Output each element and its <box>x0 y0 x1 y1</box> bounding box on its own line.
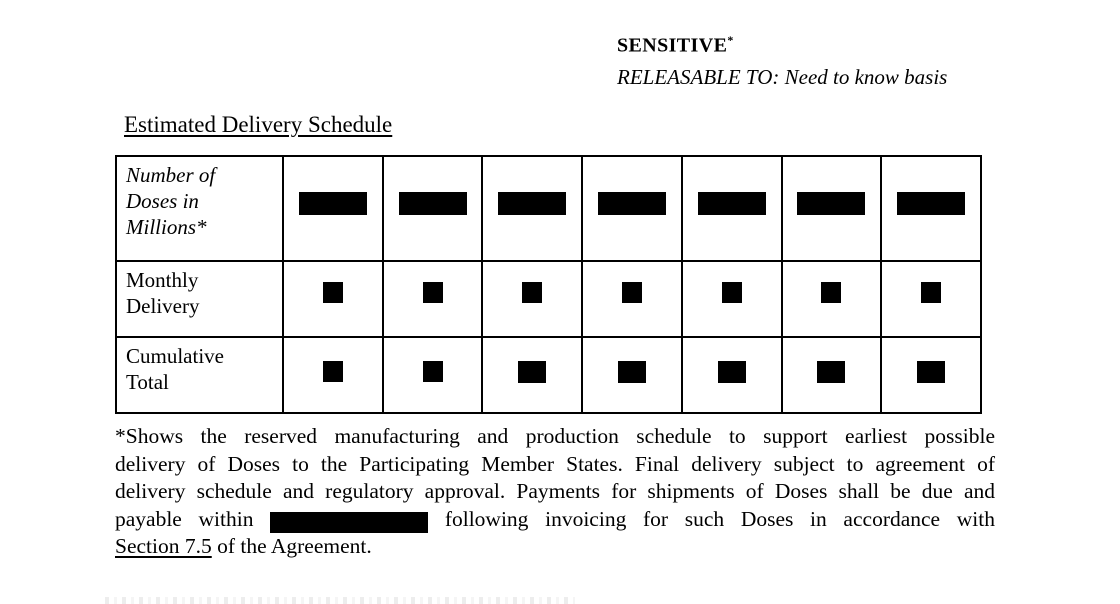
redaction-box <box>917 361 946 383</box>
releasable-line: RELEASABLE TO: Need to know basis <box>617 64 948 89</box>
footnote-line: delivery of Doses to the Participating M… <box>115 451 995 476</box>
table-row-monthly: Monthly Delivery <box>115 260 982 338</box>
redacted-cell <box>880 155 982 262</box>
row-header-cell: Monthly Delivery <box>115 260 284 338</box>
redaction-box <box>322 282 343 303</box>
classification-label: SENSITIVE* <box>617 33 947 58</box>
classification-text: SENSITIVE <box>617 34 728 57</box>
footnote-line: delivery schedule and regulatory approva… <box>115 479 995 503</box>
footnote-line-redacted: payable within following invoicing for s… <box>115 506 995 534</box>
redaction-box <box>322 361 343 382</box>
redacted-cell <box>282 155 384 262</box>
redacted-cell <box>282 336 384 414</box>
redaction-box <box>422 282 443 303</box>
footnote-line-last: Section 7.5 of the Agreement. <box>115 533 995 561</box>
redacted-cell <box>381 260 484 338</box>
scan-artifact <box>105 597 575 604</box>
redaction-box <box>422 361 443 382</box>
redaction-box <box>717 361 746 383</box>
redaction-box <box>617 361 646 383</box>
delivery-schedule-table: Number of Doses in Millions* Monthly Del… <box>115 155 982 414</box>
table-row-doses: Number of Doses in Millions* <box>115 155 982 262</box>
redacted-cell <box>581 336 683 414</box>
redacted-cell <box>282 260 384 338</box>
row-header-cell: Number of Doses in Millions* <box>115 155 284 262</box>
footnote-text: following invoicing for such Doses in ac… <box>444 506 995 531</box>
redacted-cell <box>780 260 883 338</box>
row-label-cumulative: Cumulative Total <box>126 344 224 394</box>
redacted-cell <box>381 336 484 414</box>
redaction-box <box>398 192 467 215</box>
page-title: Estimated Delivery Schedule <box>124 112 393 137</box>
redaction-box <box>897 192 966 215</box>
footnote-text: of the Agreement. <box>211 534 372 558</box>
redaction-box <box>921 282 942 303</box>
redacted-cell <box>581 155 683 262</box>
classification-header: SENSITIVE* RELEASABLE TO: Need to know b… <box>617 33 947 90</box>
redacted-cell <box>581 260 683 338</box>
redaction-box <box>821 282 842 303</box>
redacted-cell <box>481 155 584 262</box>
classification-asterisk: * <box>727 33 734 47</box>
redaction-box <box>298 192 367 215</box>
redaction-box <box>522 282 543 303</box>
redacted-cell <box>780 155 883 262</box>
redaction-box <box>797 192 866 215</box>
inline-redaction-box <box>270 511 429 533</box>
footnote-paragraph: *Shows the reserved manufacturing and pr… <box>115 423 995 561</box>
redacted-cell <box>880 336 982 414</box>
redacted-cell <box>481 336 584 414</box>
row-label-monthly: Monthly Delivery <box>126 268 200 318</box>
table-row-cumulative: Cumulative Total <box>115 336 982 414</box>
redacted-cell <box>780 336 883 414</box>
redacted-cell <box>381 155 484 262</box>
redaction-box <box>498 192 567 215</box>
redaction-box <box>817 361 846 383</box>
row-header-cell: Cumulative Total <box>115 336 284 414</box>
redacted-cell <box>880 260 982 338</box>
redaction-box <box>697 192 766 215</box>
row-label-doses: Number of Doses in Millions* <box>126 163 216 239</box>
redacted-cell <box>680 155 783 262</box>
footnote-text: payable within <box>115 506 254 531</box>
redacted-cell <box>481 260 584 338</box>
redaction-box <box>518 361 547 383</box>
redaction-box <box>621 282 642 303</box>
redaction-box <box>721 282 742 303</box>
redaction-box <box>597 192 666 215</box>
section-reference: Section 7.5 <box>115 534 212 558</box>
redacted-cell <box>680 260 783 338</box>
redacted-cell <box>680 336 783 414</box>
footnote-line: *Shows the reserved manufacturing and pr… <box>115 424 995 448</box>
